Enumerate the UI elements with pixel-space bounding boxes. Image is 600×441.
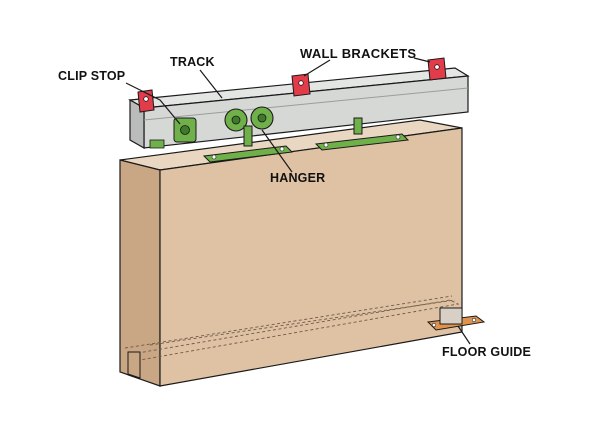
hanger-plate (202, 145, 294, 163)
door-front-face (159, 127, 463, 387)
bracket-hole (143, 96, 149, 102)
hanger-wheel-hub (257, 113, 267, 123)
leader-wall-bracket-2 (413, 57, 431, 63)
hanger-wheel-hub (231, 115, 241, 125)
hanger-plate-hole (395, 134, 401, 140)
label-wall-brackets: WALL BRACKETS (300, 46, 416, 61)
track-edge-line (143, 87, 469, 121)
clip-stop-tab (149, 139, 165, 149)
floor-guide-screw (471, 317, 477, 323)
floor-guide-icon (426, 307, 486, 331)
hanger-stem (353, 117, 363, 135)
floor-guide-screw (431, 322, 437, 328)
hanger-roller-icon (202, 106, 410, 163)
door-bottom-slot (127, 351, 141, 379)
label-track: TRACK (170, 55, 215, 69)
wall-bracket-icon (137, 57, 447, 113)
hanger-stem (243, 125, 253, 147)
leader-track (199, 69, 223, 99)
hanger-plate-hole (279, 146, 285, 152)
hanger-plate-hole (323, 142, 329, 148)
label-floor-guide: FLOOR GUIDE (442, 345, 531, 359)
bracket-hole (434, 64, 440, 70)
leader-hanger (261, 129, 293, 173)
clip-stop-bolt (180, 125, 190, 135)
hanger-plate (314, 133, 410, 151)
door-groove-line (149, 299, 456, 346)
label-clip-stop: CLIP STOP (58, 69, 125, 83)
door-panel (119, 119, 463, 387)
floor-guide-block (439, 307, 463, 325)
label-hanger: HANGER (270, 171, 325, 185)
hanger-plate-hole (211, 154, 217, 160)
door-groove (131, 299, 460, 361)
leader-floor-guide (457, 325, 471, 345)
leader-lines (125, 57, 471, 345)
bracket-hole (298, 80, 304, 86)
leader-wall-bracket-1 (303, 59, 331, 77)
leader-clip-stop (125, 82, 181, 125)
door-groove-line (124, 295, 453, 349)
